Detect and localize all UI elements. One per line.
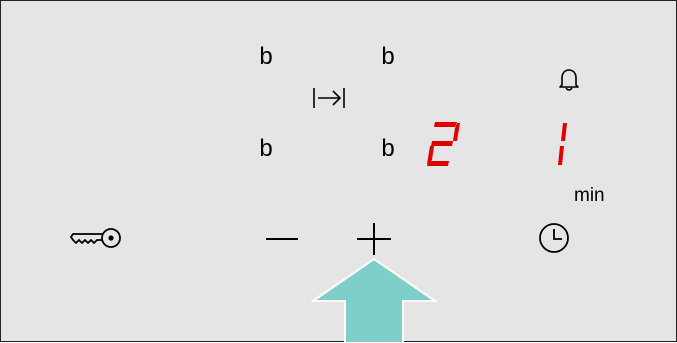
zone-label-top-left: b [259,43,273,70]
zone-label-bottom-left: b [259,135,273,162]
zone-link-icon[interactable] [312,85,346,111]
minus-icon[interactable] [264,224,300,254]
power-level-display [427,122,460,166]
timer-unit-label: min [574,185,605,206]
zone-label-top-right: b [381,43,395,70]
zone-label-bottom-right: b [381,135,395,162]
arrow-pointer [311,257,437,343]
bell-icon[interactable] [556,67,582,93]
key-lock-icon[interactable] [69,226,125,250]
plus-icon[interactable] [355,221,393,257]
clock-icon[interactable] [537,221,571,255]
timer-display [558,123,567,165]
